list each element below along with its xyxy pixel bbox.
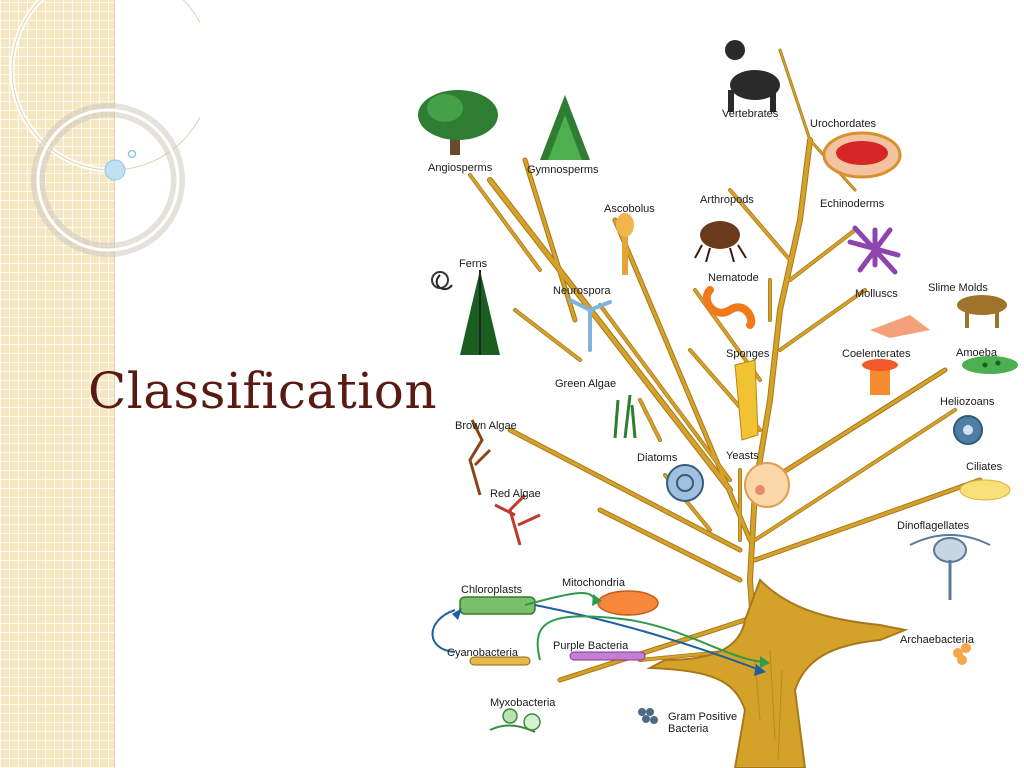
ascobolus-icon [616, 213, 634, 275]
tree-of-life-diagram [418, 40, 1018, 768]
mitochondria-icon [597, 590, 659, 616]
label-neurospora: Neurospora [553, 285, 611, 297]
mollusc-icon [870, 315, 930, 338]
tree-trunk [646, 578, 909, 768]
urochordate-icon [822, 131, 902, 179]
label-gram-positive: Gram Positive [668, 711, 738, 723]
label-gymnosperms: Gymnosperms [527, 164, 599, 176]
label-mitochondria: Mitochondria [562, 577, 625, 589]
label-amoeba: Amoeba [956, 347, 997, 359]
label-urochordates: Urochordates [810, 118, 877, 130]
label-yeasts: Yeasts [726, 450, 759, 462]
label-sponges: Sponges [726, 348, 770, 360]
archaebacteria-icon [953, 643, 971, 665]
purple-bacteria-icon [569, 651, 646, 661]
label-coelenterates: Coelenterates [842, 348, 911, 360]
brown-algae-icon [468, 419, 492, 496]
gram-positive-icon [638, 708, 658, 724]
label-dinoflagellates: Dinoflagellates [897, 520, 970, 532]
label-nematode: Nematode [708, 272, 759, 284]
label-brown-algae: Brown Algae [455, 420, 517, 432]
conifer-icon [540, 95, 590, 160]
label-green-algae: Green Algae [555, 378, 617, 390]
label-vertebrates: Vertebrates [722, 108, 779, 120]
label-ferns: Ferns [459, 258, 488, 270]
poodle-icon [725, 40, 780, 112]
cyanobacteria-icon [469, 656, 531, 666]
label-cyanobacteria: Cyanobacteria [447, 647, 518, 659]
tree-illustration-icon [418, 90, 498, 155]
fern-icon [431, 270, 500, 355]
red-algae-icon [494, 493, 541, 546]
diatom-icon [666, 464, 704, 502]
ciliate-icon [959, 479, 1011, 501]
label-arthropods: Arthropods [700, 194, 754, 206]
decorative-circles [9, 0, 200, 257]
label-gram-positive-bacteria: Bacteria [668, 723, 709, 735]
myxobacteria-icon [489, 708, 541, 733]
label-ascobolus: Ascobolus [604, 203, 655, 215]
neurospora-icon [568, 298, 612, 352]
amoeba-icon [962, 356, 1018, 374]
label-chloroplasts: Chloroplasts [461, 584, 523, 596]
sponge-icon [734, 359, 759, 441]
label-myxobacteria: Myxobacteria [490, 697, 556, 709]
yeast-icon [744, 462, 790, 508]
label-diatoms: Diatoms [637, 452, 678, 464]
heliozoan-icon [953, 415, 983, 445]
label-molluscs: Molluscs [855, 288, 898, 300]
label-slime-molds: Slime Molds [928, 282, 988, 294]
nematode-icon [702, 286, 756, 329]
label-echinoderms: Echinoderms [820, 198, 885, 210]
coelenterate-icon [862, 359, 898, 395]
label-red-algae: Red Algae [490, 488, 541, 500]
label-angiosperms: Angiosperms [428, 162, 493, 174]
label-purple-bacteria: Purple Bacteria [553, 640, 629, 652]
label-ciliates: Ciliates [966, 461, 1003, 473]
slide-title: Classification [88, 362, 438, 420]
endosymbiosis-arrows [431, 592, 770, 676]
label-archaebacteria: Archaebacteria [900, 634, 974, 646]
label-heliozoans: Heliozoans [940, 396, 995, 408]
green-algae-icon [613, 394, 637, 439]
arthropod-icon [694, 221, 747, 263]
starfish-icon [847, 225, 901, 275]
dinoflagellate-icon [909, 534, 991, 600]
slime-mold-icon [957, 295, 1007, 328]
chloroplast-icon [459, 596, 536, 615]
